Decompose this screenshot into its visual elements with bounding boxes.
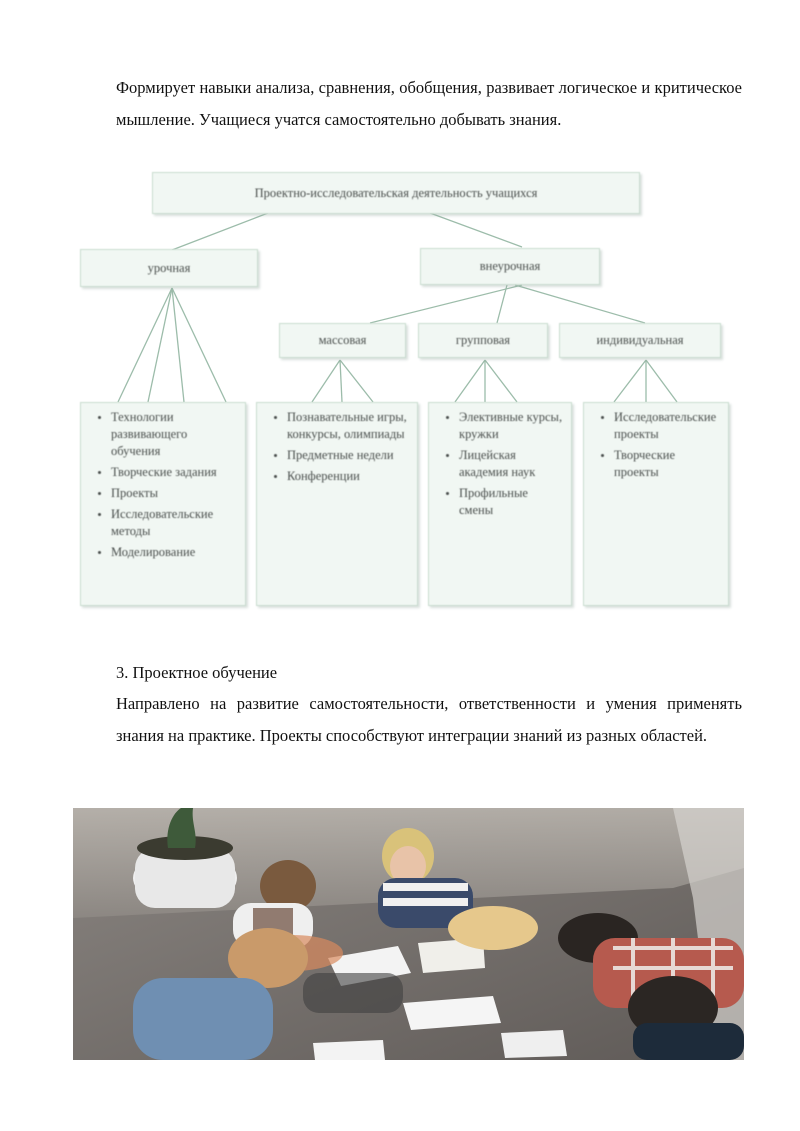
- diagram-root-label: Проектно-исследовательская деятельность …: [254, 185, 538, 200]
- list-item: Проекты: [111, 485, 239, 502]
- list-item: Моделирование: [111, 544, 239, 561]
- list-item: Технологии развивающего обучения: [111, 409, 239, 460]
- diagram-lesson-label: урочная: [147, 260, 191, 275]
- diagram-group-box: групповая: [418, 323, 548, 358]
- paragraph-project-learning: Направлено на развитие самостоятельности…: [116, 694, 742, 745]
- diagram-mass-list: Познавательные игры, конкурсы, олимпиады…: [256, 402, 418, 606]
- list-item: Творческие задания: [111, 464, 239, 481]
- diagram-root-box: Проектно-исследовательская деятельность …: [152, 172, 640, 214]
- list-item: Творческие проекты: [614, 447, 722, 481]
- list-item: Лицейская академия наук: [459, 447, 565, 481]
- list-item: Элективные курсы, кружки: [459, 409, 565, 443]
- list-item: Конференции: [287, 468, 411, 485]
- list-item: Предметные недели: [287, 447, 411, 464]
- diagram-mass-box: массовая: [279, 323, 406, 358]
- diagram-extracurricular-label: внеурочная: [479, 259, 541, 273]
- diagram-group-label: групповая: [455, 333, 511, 347]
- paragraph-intro: Формирует навыки анализа, сравнения, обо…: [116, 78, 742, 129]
- diagram-individual-list: Исследовательские проекты Творческие про…: [583, 402, 729, 606]
- diagram-group-list: Элективные курсы, кружки Лицейская акаде…: [428, 402, 572, 606]
- diagram-mass-label: массовая: [318, 333, 367, 347]
- diagram-individual-box: индивидуальная: [559, 323, 721, 358]
- diagram-lesson-box: урочная: [80, 249, 258, 287]
- diagram-extracurricular-box: внеурочная: [420, 248, 600, 285]
- section-heading: 3. Проектное обучение: [116, 663, 278, 682]
- list-item: Профильные смены: [459, 485, 565, 519]
- list-item: Исследовательские методы: [111, 506, 239, 540]
- students-working-on-floor-photo-icon: [73, 808, 744, 1060]
- list-item: Познавательные игры, конкурсы, олимпиады: [287, 409, 411, 443]
- list-item: Исследовательские проекты: [614, 409, 722, 443]
- students-photo: [73, 808, 744, 1060]
- diagram-lesson-list: Технологии развивающего обучения Творчес…: [80, 402, 246, 606]
- diagram-individual-label: индивидуальная: [596, 333, 684, 347]
